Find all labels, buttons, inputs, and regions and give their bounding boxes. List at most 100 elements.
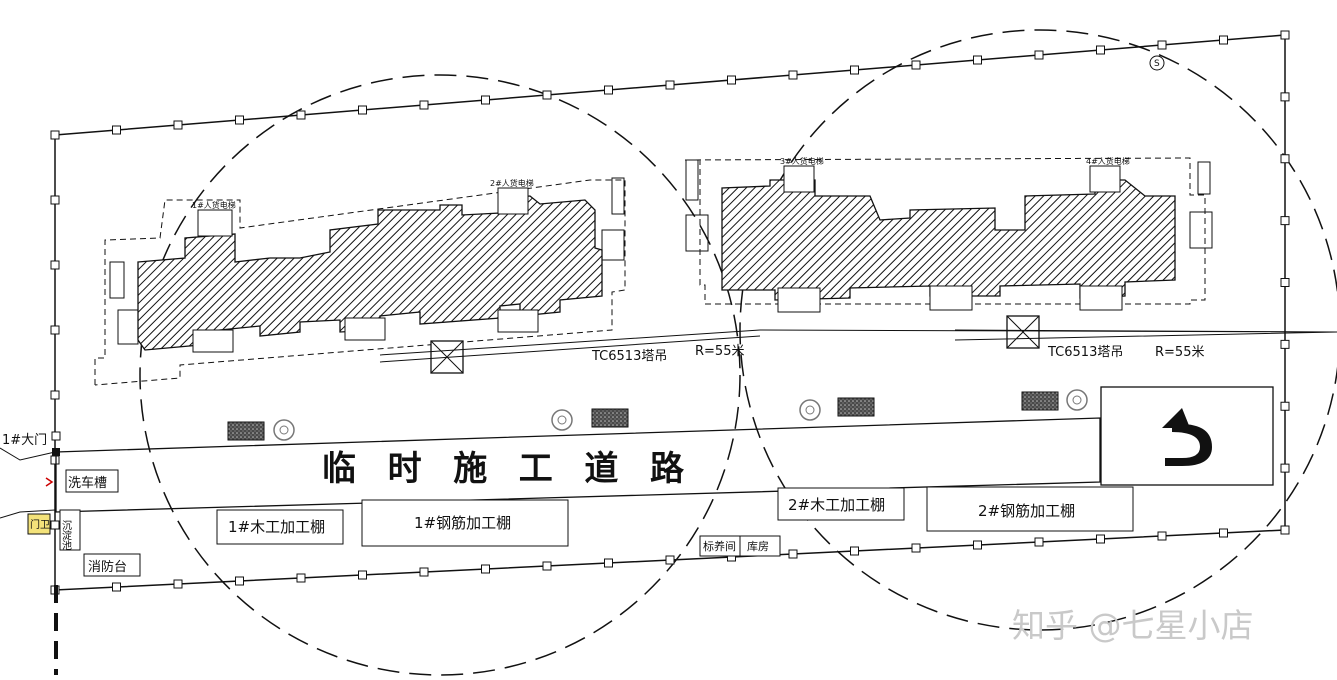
fence-post bbox=[50, 325, 60, 335]
fence-post bbox=[1034, 50, 1044, 60]
gravel-patch bbox=[227, 421, 265, 441]
fence-post bbox=[235, 576, 244, 586]
fence-post bbox=[542, 90, 552, 100]
fence-post bbox=[788, 549, 798, 559]
fence-post bbox=[50, 390, 60, 400]
balcony-ladder bbox=[611, 177, 625, 215]
fence-post bbox=[604, 558, 613, 568]
hoist-block bbox=[197, 209, 233, 237]
fence-post bbox=[1096, 45, 1105, 55]
wood-shed-1 bbox=[216, 509, 344, 545]
direction-arrow-icon bbox=[45, 477, 54, 487]
fence-post bbox=[481, 564, 490, 574]
fence-post bbox=[1219, 528, 1228, 538]
gate-post bbox=[52, 448, 60, 456]
rebar-shed-1-label: 1#钢筋加工棚 bbox=[414, 514, 511, 532]
tree-icon bbox=[1066, 389, 1088, 411]
survey-marker-label: S bbox=[1154, 59, 1160, 69]
curing-room-label: 标养间 bbox=[703, 539, 736, 553]
crane-jib-lines bbox=[379, 329, 1337, 363]
building-1-dashed-outline bbox=[94, 179, 626, 386]
balcony-ladder bbox=[685, 159, 699, 201]
fence-post bbox=[1280, 30, 1290, 40]
tree-icon-core bbox=[1072, 395, 1082, 405]
stair-block bbox=[1079, 285, 1123, 311]
hoist-block bbox=[497, 187, 529, 215]
wash-pool-label: 沉淀池 bbox=[60, 519, 72, 550]
tree-icon bbox=[799, 399, 821, 421]
fence-post bbox=[112, 582, 121, 592]
crane-1-name: TC6513塔吊 bbox=[591, 349, 667, 364]
hoist-block bbox=[783, 165, 815, 193]
stair-block bbox=[777, 287, 821, 313]
u-turn-arrow-icon bbox=[1162, 408, 1212, 466]
stair-block bbox=[192, 329, 234, 353]
crane-range-circle-1 bbox=[139, 74, 741, 676]
storage-room bbox=[739, 535, 781, 557]
guard-house-label: 门卫 bbox=[30, 518, 50, 531]
survey-marker-icon bbox=[1149, 55, 1165, 71]
fire-station bbox=[83, 553, 141, 577]
stair-block bbox=[929, 285, 973, 311]
wash-trough-label: 洗车槽 bbox=[68, 475, 107, 491]
fence-post bbox=[50, 455, 60, 465]
fence-post bbox=[850, 546, 859, 556]
gravel-patch bbox=[591, 408, 629, 428]
building-2-footprint bbox=[721, 179, 1176, 301]
fence-post bbox=[665, 80, 675, 90]
fence-post bbox=[973, 540, 982, 550]
balcony-ladder bbox=[601, 229, 625, 261]
fence-post bbox=[50, 195, 60, 205]
hoist-label-4: 4#人货电梯 bbox=[1086, 156, 1130, 166]
road-label: 临 时 施 工 道 路 bbox=[322, 449, 685, 489]
crane-range-circle-2 bbox=[739, 29, 1337, 631]
fence-post bbox=[604, 85, 613, 95]
main-gate-label: 1#大门 bbox=[2, 433, 47, 448]
balcony-ladder bbox=[117, 309, 139, 345]
hoist-label-3: 3#人货电梯 bbox=[780, 156, 824, 166]
balcony-ladder bbox=[1197, 161, 1211, 195]
temporary-road bbox=[55, 417, 1101, 513]
balcony-ladder bbox=[685, 214, 709, 252]
fence-post bbox=[419, 567, 429, 577]
access-line bbox=[0, 447, 56, 519]
fence-post bbox=[112, 125, 121, 135]
wood-shed-1-label: 1#木工加工棚 bbox=[228, 518, 325, 536]
fence-post bbox=[1219, 35, 1228, 45]
tower-crane-2-cross bbox=[1006, 315, 1040, 349]
wash-pool bbox=[59, 509, 81, 551]
rebar-shed-2 bbox=[926, 486, 1134, 532]
fence-post bbox=[296, 573, 306, 583]
gate-post bbox=[51, 431, 61, 441]
fence-post bbox=[788, 70, 798, 80]
fence-post bbox=[1280, 463, 1290, 473]
fence-post bbox=[911, 543, 921, 553]
balcony-ladder bbox=[109, 261, 125, 299]
tree-icon-core bbox=[805, 405, 815, 415]
wood-shed-2 bbox=[777, 487, 905, 521]
fence-post bbox=[1280, 525, 1290, 535]
tree-icon bbox=[551, 409, 573, 431]
turnaround-area bbox=[1100, 386, 1274, 486]
fence-post bbox=[296, 110, 306, 120]
fire-station-label: 消防台 bbox=[88, 559, 127, 575]
watermark: 知乎 @七星小店 bbox=[1012, 606, 1254, 645]
fence-post bbox=[481, 95, 490, 105]
rebar-shed-1 bbox=[361, 499, 569, 547]
fence-post bbox=[50, 260, 60, 270]
hoist-label-1: 1#人货电梯 bbox=[192, 200, 236, 210]
balcony-ladder bbox=[1189, 211, 1213, 249]
tree-icon-core bbox=[557, 415, 567, 425]
fence-post bbox=[727, 75, 736, 85]
fence-post bbox=[173, 579, 183, 589]
gravel-patch bbox=[1021, 391, 1059, 411]
fence-post bbox=[1280, 401, 1290, 411]
hoist-label-2: 2#人货电梯 bbox=[490, 178, 534, 188]
fence-post bbox=[542, 561, 552, 571]
wash-trough bbox=[65, 469, 119, 493]
fence-post bbox=[665, 555, 675, 565]
fence-post bbox=[1280, 154, 1290, 164]
fence-post bbox=[235, 115, 244, 125]
fence-post bbox=[50, 520, 60, 530]
